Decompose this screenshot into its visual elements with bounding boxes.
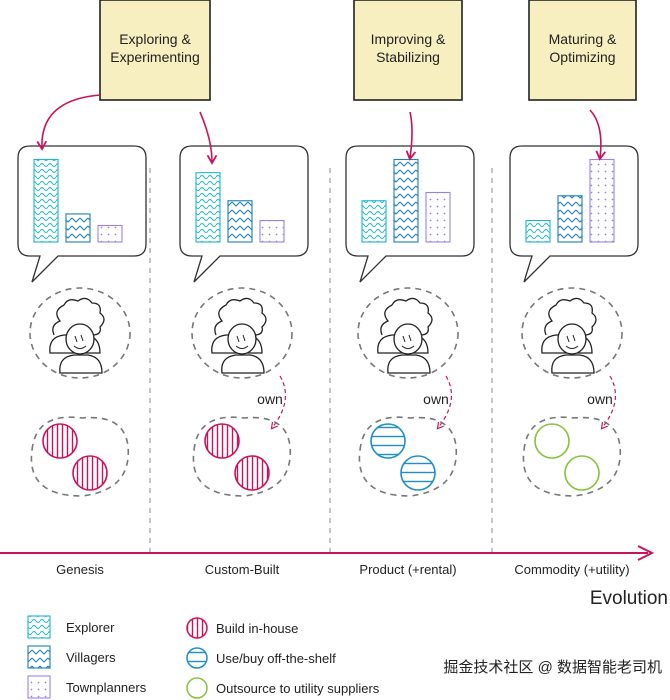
sticky-note: [528, 0, 637, 101]
sourcing-circle: [204, 423, 240, 459]
own-arrow: [600, 375, 617, 430]
note-arrow: [405, 111, 417, 161]
team-circle: [191, 287, 293, 379]
sourcing-circle: [72, 455, 108, 491]
bar-villagers: [65, 213, 91, 243]
legend-swatch-use-buy-off-the-shelf: [186, 647, 208, 669]
people-icon: [541, 297, 597, 374]
sourcing-circle: [42, 423, 78, 459]
note-arrow: [199, 111, 218, 165]
bar-townplanners: [425, 191, 451, 243]
bar-villagers: [227, 200, 253, 243]
sourcing-circle: [534, 423, 570, 459]
legend-label-villagers: Villagers: [66, 650, 116, 665]
stage-label: Product (+rental): [359, 562, 456, 577]
legend-swatch-townplanners: [27, 675, 51, 699]
sticky-note: [99, 0, 211, 101]
sticky-note-text: Exploring &: [119, 31, 191, 47]
bar-explorer: [195, 172, 221, 243]
sourcing-circle: [400, 455, 436, 491]
bar-explorer: [361, 200, 387, 243]
evolution-axis-title: Evolution: [590, 588, 668, 609]
legend-label-use-buy-off-the-shelf: Use/buy off-the-shelf: [216, 651, 336, 666]
sourcing-area: [522, 416, 622, 497]
own-label: own: [423, 391, 449, 407]
team-circle: [521, 287, 623, 379]
legend-label-build-in-house: Build in-house: [216, 621, 298, 636]
stage-label: Custom-Built: [205, 562, 280, 577]
legend-label-townplanners: Townplanners: [66, 680, 147, 695]
team-circle: [29, 287, 131, 379]
bar-townplanners: [97, 224, 123, 243]
sourcing-area: [30, 416, 130, 497]
sticky-note-text: Experimenting: [110, 49, 200, 65]
own-arrow: [270, 375, 287, 430]
sourcing-circle: [564, 455, 600, 491]
watermark: 掘金技术社区 @ 数据智能老司机: [443, 658, 662, 676]
sourcing-area: [192, 416, 292, 497]
team-circle: [357, 287, 459, 379]
own-label: own: [257, 391, 283, 407]
note-arrow: [589, 109, 606, 161]
own-label: own: [587, 391, 613, 407]
sticky-note-text: Stabilizing: [376, 49, 440, 65]
stage-label: Genesis: [56, 562, 104, 577]
legend-swatch-build-in-house: [186, 617, 208, 639]
bar-villagers: [557, 195, 583, 243]
sourcing-area: [358, 416, 458, 497]
stage-label: Commodity (+utility): [514, 562, 629, 577]
sourcing-circle: [370, 423, 406, 459]
own-arrow: [436, 375, 453, 430]
legend-label-outsource: Outsource to utility suppliers: [216, 681, 380, 696]
people-icon: [377, 297, 433, 374]
sticky-note-text: Improving &: [371, 31, 446, 47]
people-icon: [49, 297, 105, 374]
sticky-note: [353, 0, 463, 101]
evolution-axis-arrowhead: [637, 545, 655, 561]
people-icon: [211, 297, 267, 374]
note-arrow: [36, 94, 101, 151]
bar-explorer: [525, 220, 551, 243]
sourcing-circle: [234, 455, 270, 491]
bar-townplanners: [589, 158, 615, 243]
legend-swatch-outsource: [186, 677, 208, 699]
bar-townplanners: [259, 220, 285, 243]
legend-swatch-villagers: [27, 645, 51, 669]
legend-label-explorer: Explorer: [66, 620, 115, 635]
legend-swatch-explorer: [27, 615, 51, 639]
bar-explorer: [33, 158, 59, 243]
sticky-note-text: Optimizing: [549, 49, 615, 65]
sticky-note-text: Maturing &: [549, 31, 617, 47]
bar-villagers: [393, 158, 419, 243]
